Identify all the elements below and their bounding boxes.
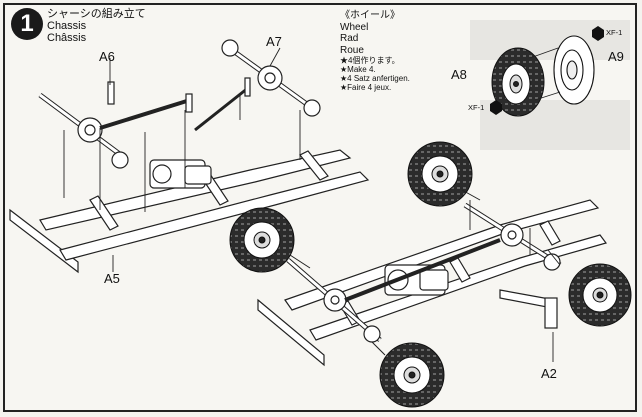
background-watermark: [470, 20, 630, 150]
part-label-a9: A9: [608, 49, 624, 64]
paint-marker-top: [592, 26, 604, 41]
part-label-a5: A5: [104, 271, 120, 286]
rear-bumper-plate: [9, 208, 79, 274]
wheel-right-front-top: [407, 141, 473, 207]
step-title-jp: シャーシの組み立て: [47, 8, 146, 20]
part-label-a8: A8: [451, 67, 467, 82]
right-assembly-arrows: [469, 200, 561, 362]
paint-label-xf1-bottom: XF-1: [468, 103, 485, 112]
wheel-detail-a9-hub: [553, 35, 595, 105]
wheel-instruction-de: ★4 Satz anfertigen.: [340, 74, 410, 83]
right-rail-lower: [309, 234, 608, 341]
left-rail-upper: [39, 149, 352, 231]
wheel-instruction-en: ★Make 4.: [340, 65, 376, 74]
left-rail-lower: [59, 171, 370, 261]
wheel-right-front-bottom: [379, 342, 445, 408]
part-label-a2: A2: [541, 366, 557, 381]
paint-marker-bottom: [490, 100, 502, 115]
wheel-title-en: Wheel: [340, 21, 369, 33]
wheel-instruction-jp: ★4個作ります。: [340, 56, 400, 65]
step-title-block: シャーシの組み立て Chassis Châssis: [47, 8, 146, 44]
wheel-right-rear: [568, 263, 632, 327]
part-label-a6: A6: [99, 49, 115, 64]
wheel-title-fr: Roue: [340, 44, 364, 56]
wheel-left-arrow: [289, 254, 311, 269]
front-bumper-plate: [257, 298, 325, 367]
wheel-section: 《ホイール》 Wheel Rad Roue ★4個作ります。 ★Make 4. …: [340, 10, 410, 92]
wheel-title-de: Rad: [340, 33, 359, 44]
wheel-title-jp: 《ホイール》: [340, 10, 400, 21]
step-number-badge: 1: [11, 8, 43, 40]
paint-label-xf1-top: XF-1: [606, 28, 623, 37]
wheel-detail-a8: [491, 47, 545, 117]
wheel-detail-arrows: [529, 47, 561, 101]
wheel-left-chassis: [229, 207, 295, 273]
part-label-a7: A7: [266, 34, 282, 49]
wheel-instruction-fr: ★Faire 4 jeux.: [340, 83, 392, 92]
left-assembly-arrows: [63, 47, 301, 272]
step-title-en: Chassis: [47, 20, 87, 32]
step-title-de: Châssis: [47, 32, 87, 44]
left-chassis-frame: [9, 39, 370, 274]
right-chassis-frame: [257, 199, 608, 367]
